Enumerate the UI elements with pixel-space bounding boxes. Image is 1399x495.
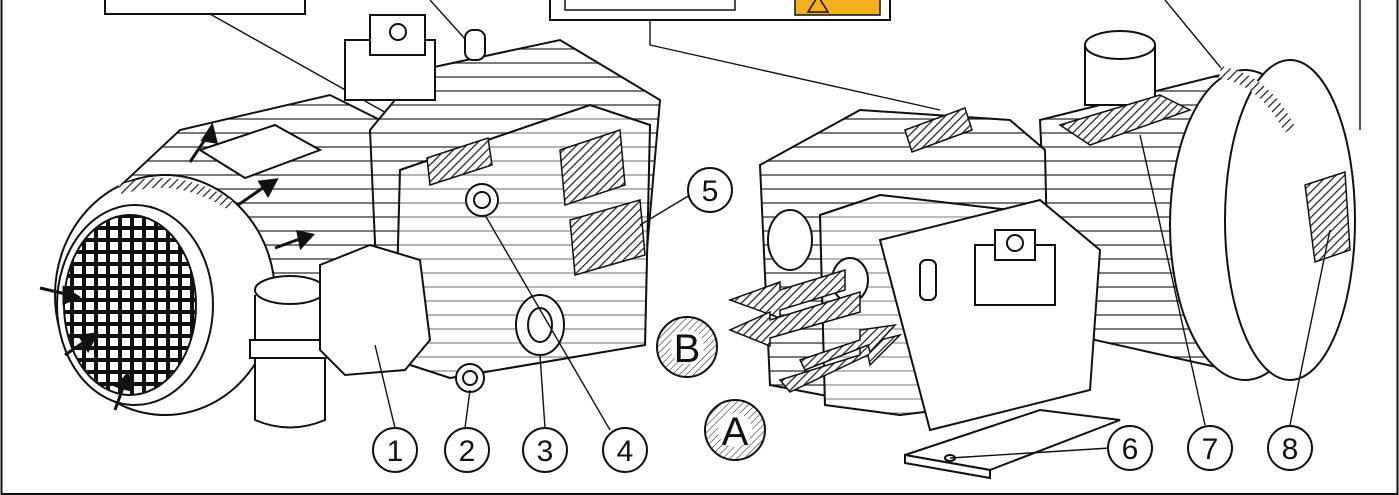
outlet-marker-b: B: [656, 316, 718, 378]
callout-3: 3: [522, 427, 568, 473]
right-pump: [758, 30, 1356, 480]
inlet-marker-a: A: [704, 399, 766, 461]
left-pump: [54, 14, 662, 429]
left-decal-mid: [559, 128, 626, 207]
inlet-marker-label: A: [722, 410, 749, 454]
callout-4: 4: [602, 427, 648, 473]
callout-7: 7: [1187, 425, 1233, 471]
right-decal-8: [1304, 170, 1351, 264]
callout-5: 5: [687, 167, 733, 213]
outlet-marker-label: B: [674, 327, 701, 371]
outlet-arrows: [727, 268, 861, 348]
left-leader-lines: [374, 194, 691, 431]
left-airflow-arrows: [39, 122, 315, 411]
left-decal-5: [569, 199, 646, 276]
callout-4-label: 4: [617, 435, 634, 468]
callout-1: 1: [372, 427, 418, 473]
callout-5-label: 5: [702, 175, 719, 208]
right-leader-lines: [949, 134, 1331, 459]
callout-7-label: 7: [1202, 433, 1219, 466]
left-decal-top: [426, 137, 493, 186]
callout-8: 8: [1267, 425, 1313, 471]
callout-3-label: 3: [537, 435, 554, 468]
callout-6-label: 6: [1122, 433, 1139, 466]
callout-6: 6: [1107, 425, 1153, 471]
inlet-arrows: [778, 323, 903, 393]
top-label-box-left: [104, 0, 306, 15]
callout-2-label: 2: [459, 435, 476, 468]
warning-label: [794, 0, 881, 16]
callout-8-label: 8: [1282, 433, 1299, 466]
top-label-box-inner: [564, 0, 736, 11]
callout-2: 2: [444, 427, 490, 473]
callout-1-label: 1: [387, 435, 404, 468]
right-decal-top: [904, 107, 973, 153]
right-decal-7: [1058, 94, 1192, 146]
fan-grille: [63, 214, 197, 396]
